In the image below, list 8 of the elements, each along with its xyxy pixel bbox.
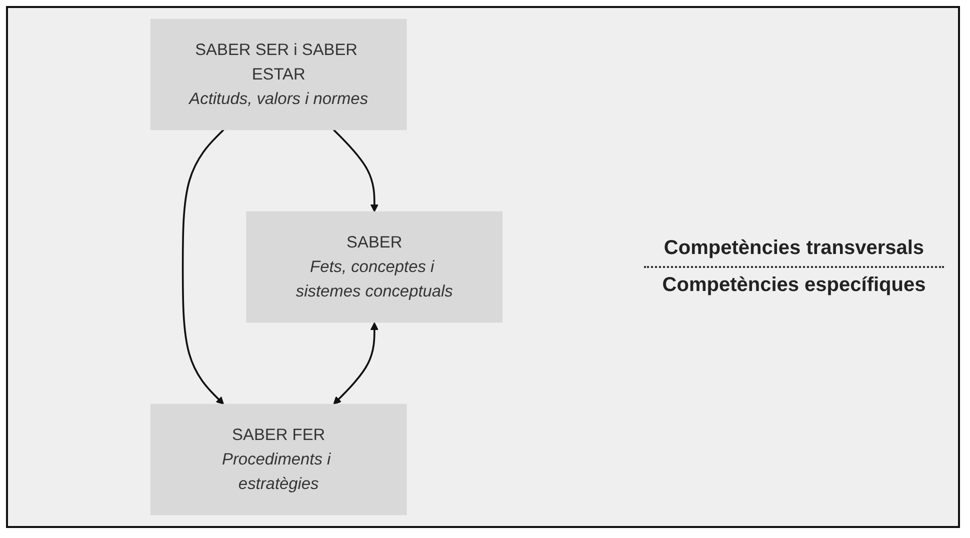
section-heading: Competències específiques	[661, 273, 927, 298]
arrow	[181, 129, 224, 405]
arrow	[332, 129, 378, 212]
node-box: SABER SER i SABER ESTAR Actituds, valors i normes	[150, 18, 406, 130]
node-box: SABER Fets, conceptes i sistemes conceptuals	[246, 211, 502, 323]
arrow	[332, 322, 378, 405]
section-heading: Competències transversals	[662, 236, 926, 261]
node-box: SABER FER Procediments i estratègies	[150, 404, 406, 516]
